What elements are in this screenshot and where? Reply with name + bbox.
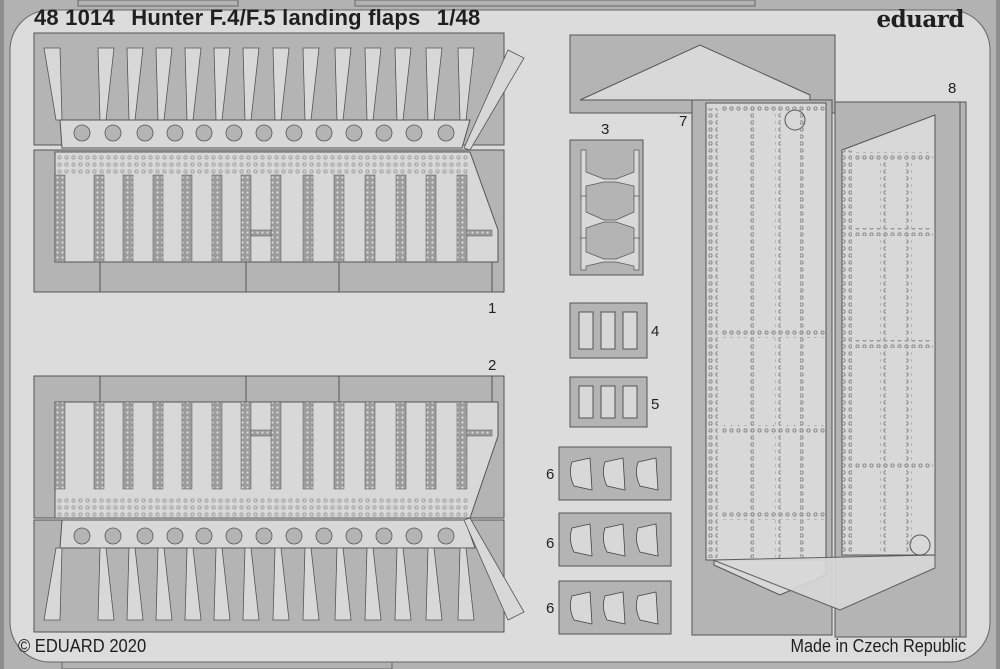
part-number-6a: 6 (546, 466, 555, 483)
part-4 (569, 302, 648, 359)
part-5 (569, 376, 648, 428)
part-number-3: 3 (601, 121, 610, 138)
fret-title: 48 1014 Hunter F.4/F.5 landing flaps 1/4… (34, 5, 490, 31)
part-number-2: 2 (488, 357, 497, 374)
part-number-5: 5 (651, 396, 660, 413)
part-number-8: 8 (948, 80, 957, 97)
part-number-1: 1 (488, 300, 497, 317)
part-7 (569, 34, 836, 636)
copyright-text: © EDUARD 2020 (18, 636, 147, 656)
product-name: Hunter F.4/F.5 landing flaps (131, 5, 421, 30)
part-number-7: 7 (679, 113, 688, 130)
product-code: 48 1014 (34, 5, 115, 30)
part-number-6b: 6 (546, 535, 555, 552)
brand-logo: eduard (876, 6, 964, 33)
part-number-6c: 6 (546, 600, 555, 617)
origin-text: Made in Czech Republic (790, 636, 966, 656)
part-3 (569, 139, 644, 276)
part-number-4: 4 (651, 323, 660, 340)
part-1-upper-flap (33, 32, 525, 293)
product-scale: 1/48 (436, 5, 481, 30)
part-8 (712, 101, 967, 638)
part-2-lower-flap (33, 375, 525, 633)
